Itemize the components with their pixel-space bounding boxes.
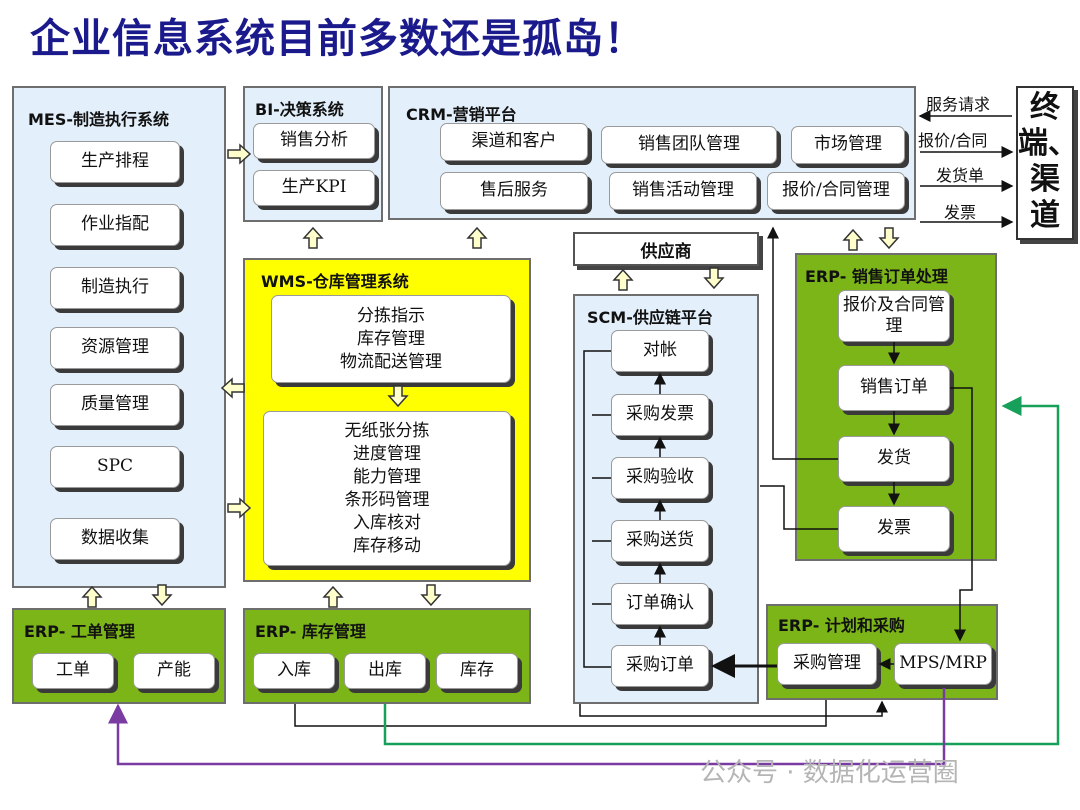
scm-item-order-confirm[interactable]: 订单确认 [611,583,709,625]
crm-item-channels[interactable]: 渠道和客户 [440,123,588,161]
arrow-wms-down [388,385,408,407]
scm-item-reconciliation[interactable]: 对帐 [611,330,709,372]
arrow-mes-to-erpwork [152,584,172,606]
bi-item-production-kpi[interactable]: 生产KPI [253,170,375,206]
crm-item-after-sales[interactable]: 售后服务 [440,172,588,210]
crm-item-sales-team[interactable]: 销售团队管理 [601,126,777,164]
arrow-wms-to-mes [221,378,245,398]
terminal-channel[interactable]: 终端、渠道 [1016,86,1078,240]
erp-sales-item-order[interactable]: 销售订单 [838,365,950,411]
arrow-erpwork-to-mes [82,586,102,608]
erp-plan-title: ERP- 计划和采购 [778,616,905,635]
bi-title: BI-决策系统 [255,100,344,119]
erp-sales-title: ERP- 销售订单处理 [805,267,948,286]
mes-item-resource[interactable]: 资源管理 [50,327,180,369]
label-invoice: 发票 [944,203,977,222]
mes-item-scheduling[interactable]: 生产排程 [50,141,180,183]
mes-title: MES-制造执行系统 [28,110,170,129]
wms-box-paperless[interactable]: 无纸张分拣 进度管理 能力管理 条形码管理 入库核对 库存移动 [263,411,511,566]
watermark: 公众号 · 数据化运营圈 [700,758,959,788]
scm-item-inspection[interactable]: 采购验收 [611,457,709,499]
page-title: 企业信息系统目前多数还是孤岛！ [30,16,645,62]
arrow-crm-to-erpsales [879,227,899,249]
erp-sales-item-quote[interactable]: 报价及合同管理 [838,290,950,342]
erp-sales-item-shipment[interactable]: 发货 [838,436,950,482]
mes-item-quality[interactable]: 质量管理 [50,384,180,426]
arrow-mes-to-wms [227,498,251,518]
erp-plan-item-mps-mrp[interactable]: MPS/MRP [894,643,992,685]
scm-item-purchase-invoice[interactable]: 采购发票 [611,394,709,436]
erp-work-title: ERP- 工单管理 [24,622,135,641]
arrow-scm-to-supplier [613,269,633,291]
mes-item-execution[interactable]: 制造执行 [50,267,180,309]
erp-work-item-capacity[interactable]: 产能 [133,653,215,689]
mes-item-data-collection[interactable]: 数据收集 [50,518,180,560]
bi-item-sales-analysis[interactable]: 销售分析 [253,123,375,159]
scm-item-purchase-order[interactable]: 采购订单 [611,645,709,687]
arrow-erpstock-to-wms [323,586,343,608]
label-delivery-note: 发货单 [936,166,985,185]
erp-plan-item-purchasing[interactable]: 采购管理 [777,643,877,685]
arrow-erpsales-to-crm [843,229,863,251]
arrow-wms-to-bi [303,227,323,249]
crm-item-marketing[interactable]: 市场管理 [791,126,905,164]
arrow-wms-to-crm [467,227,487,249]
erp-stock-item-inbound[interactable]: 入库 [253,653,335,689]
crm-title: CRM-营销平台 [406,105,517,124]
arrow-supplier-to-scm [704,267,724,289]
scm-item-delivery[interactable]: 采购送货 [611,520,709,562]
label-service-request: 服务请求 [926,95,991,114]
wms-title: WMS-仓库管理系统 [261,272,409,291]
wms-box-picking[interactable]: 分拣指示 库存管理 物流配送管理 [271,295,511,383]
arrow-wms-to-erpstock [421,584,441,606]
erp-stock-item-outbound[interactable]: 出库 [344,653,426,689]
mes-item-dispatch[interactable]: 作业指配 [50,204,180,246]
erp-work-item-order[interactable]: 工单 [32,653,114,689]
crm-item-quote-contract[interactable]: 报价/合同管理 [767,172,905,210]
crm-item-sales-activity[interactable]: 销售活动管理 [609,172,757,210]
supplier-box[interactable]: 供应商 [573,232,759,266]
erp-sales-item-invoice[interactable]: 发票 [838,506,950,552]
label-quote-contract: 报价/合同 [918,131,988,150]
mes-item-spc[interactable]: SPC [50,446,180,488]
erp-stock-item-inventory[interactable]: 库存 [436,653,518,689]
arrow-mes-to-bi [227,144,251,164]
erp-stock-title: ERP- 库存管理 [255,622,366,641]
scm-title: SCM-供应链平台 [587,308,713,327]
